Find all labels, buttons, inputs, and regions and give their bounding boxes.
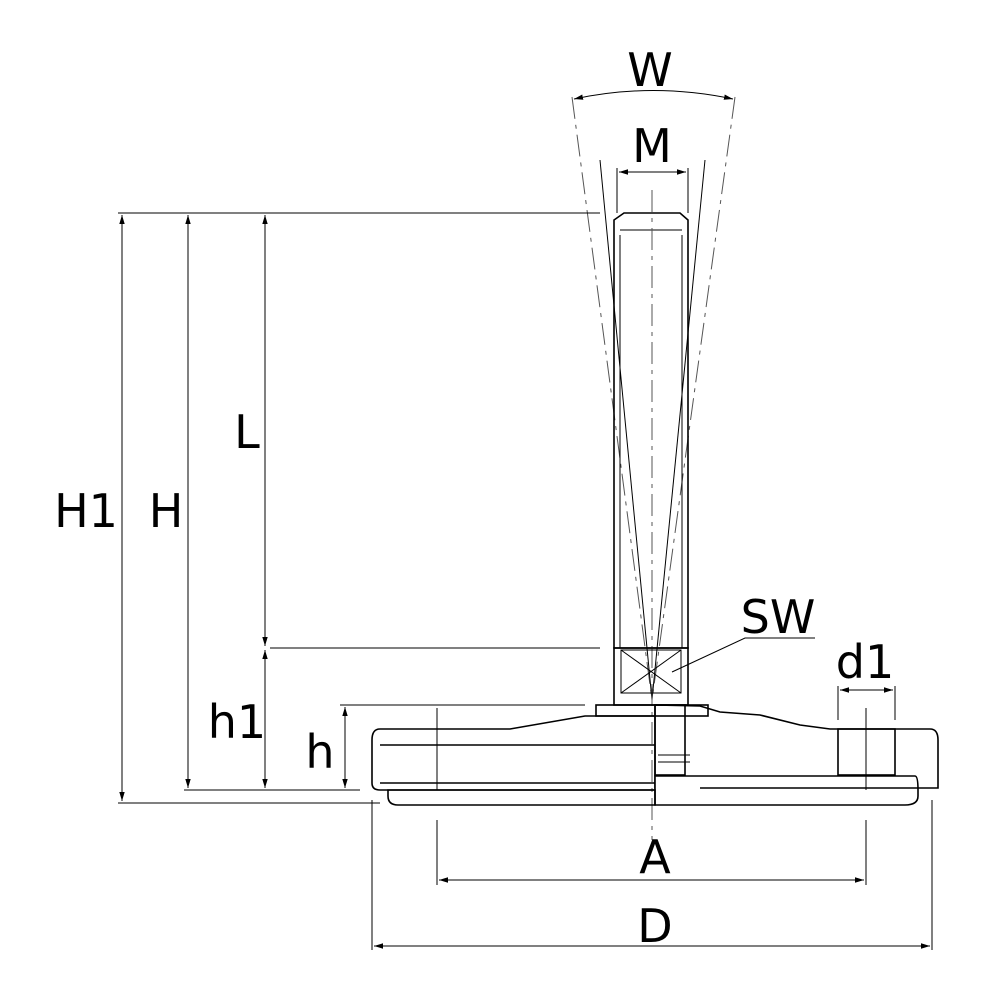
swivel-angle-lines — [571, 96, 736, 840]
label-SW: SW — [741, 590, 816, 644]
dimension-labels: W M L H1 H h1 h SW d1 A D — [54, 43, 894, 953]
label-d1: d1 — [836, 635, 894, 689]
label-D: D — [637, 899, 672, 953]
label-H1: H1 — [54, 484, 118, 538]
label-L: L — [234, 405, 260, 459]
dimension-lines — [118, 90, 933, 950]
label-W: W — [627, 43, 672, 97]
rubber-pad — [387, 789, 656, 806]
label-h1: h1 — [208, 695, 266, 749]
label-h: h — [305, 725, 334, 779]
ball-joint — [654, 704, 686, 776]
hex-nut — [613, 647, 689, 706]
base-plate — [371, 704, 939, 806]
label-H: H — [149, 484, 184, 538]
label-M: M — [632, 119, 672, 173]
washer — [595, 704, 709, 717]
label-A: A — [639, 830, 671, 884]
